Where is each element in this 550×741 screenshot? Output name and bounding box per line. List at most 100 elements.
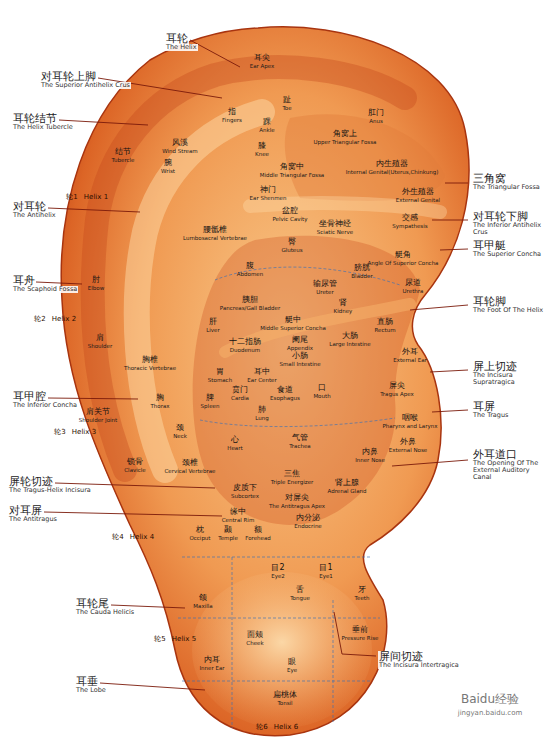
point-label: 神门 — [260, 186, 276, 195]
point-label-en: Tragus Apex — [380, 391, 414, 397]
callout-label-en: The Superior Concha — [472, 251, 542, 258]
point-label-en: Heart — [227, 445, 242, 451]
point-label: 十二指肠 — [229, 338, 261, 347]
point-label: 胸椎 — [142, 356, 158, 365]
point-label: 牙 — [358, 586, 366, 595]
point-label-en: Central Rim — [222, 517, 254, 523]
point-label-en: Eye — [287, 667, 297, 673]
point-label: 内生殖器 — [376, 160, 408, 169]
point-label-en: Ear Center — [247, 377, 276, 383]
callout-label-en: The Inferior Antihelix Crus — [472, 222, 548, 236]
point-label-en: The Antitragus Apex — [269, 503, 325, 509]
point-label: 内鼻 — [362, 448, 378, 457]
point-label-en: Elbow — [88, 285, 104, 291]
point-label-en: Wind Stream — [162, 148, 197, 154]
point-label-en: External Nose — [389, 447, 427, 453]
point-label-en: External Genital — [396, 197, 440, 203]
point-label-en: Sciatic Nerve — [317, 229, 353, 235]
point-label-en: Middle Triangular Fossa — [260, 172, 324, 178]
point-label: 肺 — [258, 406, 266, 415]
point-label-en: Cheek — [246, 640, 263, 646]
point-label: 缘中 — [230, 508, 246, 517]
point-label-en: Eye1 — [319, 573, 333, 579]
point-label-en: Tubercle — [112, 157, 135, 163]
point-label-en: Middle Superior Concha — [260, 325, 326, 331]
point-label-en: Anus — [369, 118, 383, 124]
callout-label-en: The Helix — [165, 44, 198, 51]
point-label: 结节 — [115, 148, 131, 157]
callout-label-en: The Tragus-Helix Incisura — [8, 487, 92, 494]
helix-number-en: Helix 2 — [52, 316, 76, 324]
point-label-en: Angle Of Superior Concha — [367, 260, 438, 266]
point-label-en: Ear Shenmen — [250, 195, 287, 201]
point-label: 踝 — [263, 118, 271, 127]
point-label-en: Duodenum — [230, 347, 260, 353]
point-label-en: Ureter — [316, 289, 333, 295]
point-label: 腰骶椎 — [203, 226, 227, 235]
callout-label-en: The Incisura Supratragica — [472, 372, 548, 386]
point-label-en: Occiput — [189, 535, 210, 541]
point-label-en: Toe — [282, 105, 291, 111]
point-label: 气管 — [292, 434, 308, 443]
point-label: 颞 — [224, 526, 232, 535]
point-label-en: Stomach — [208, 377, 232, 383]
point-label-en: Lung — [255, 415, 268, 421]
point-label: 肾上腺 — [335, 479, 359, 488]
point-label: 三焦 — [284, 470, 300, 479]
point-label: 角窝中 — [280, 163, 304, 172]
callout-label-en: The Foot Of The Helix — [472, 307, 544, 314]
point-label: 胰胆 — [242, 296, 258, 305]
helix-number: 轮2 — [34, 316, 45, 324]
point-label: 贲门 — [232, 386, 248, 395]
callout-label-en: The Inferior Concha — [12, 402, 78, 409]
point-label-en: Appendix — [287, 345, 313, 351]
point-label-en: Tonsil — [277, 700, 292, 706]
point-label: 对屏尖 — [285, 494, 309, 503]
point-label: 颈椎 — [182, 459, 198, 468]
point-label: 颌 — [199, 594, 207, 603]
helix-number-en: Helix 4 — [130, 534, 154, 542]
point-label-en: Thoracic Vertebrae — [124, 365, 176, 371]
inferior-crus — [250, 203, 440, 212]
point-label-en: Triple Energizer — [271, 479, 314, 485]
point-label-en: Cardia — [231, 395, 249, 401]
point-label: 外生殖器 — [402, 188, 434, 197]
point-label-en: Cervical Vertebrae — [165, 468, 216, 474]
point-label: 胃 — [216, 368, 224, 377]
point-label-en: Wrist — [161, 168, 175, 174]
point-label-en: Upper Triangular Fossa — [314, 139, 377, 145]
callout-label-en: The Antitragus — [8, 516, 58, 523]
point-label: 直肠 — [377, 318, 393, 327]
point-label-en: Clavicle — [124, 467, 145, 473]
point-label: 臀 — [288, 238, 296, 247]
point-label: 内耳 — [204, 656, 220, 665]
point-label-en: Esophagus — [270, 395, 300, 401]
callout-label-en: The Incisura Intertragica — [378, 662, 460, 669]
triangular-fossa — [285, 114, 445, 201]
point-label-en: Maxilla — [193, 603, 212, 609]
point-label: 心 — [231, 436, 239, 445]
point-label: 风溪 — [172, 139, 188, 148]
point-label: 盆腔 — [282, 207, 298, 216]
point-label: 颈 — [176, 424, 184, 433]
helix-number-en: Helix 3 — [72, 429, 96, 437]
lobe-highlight — [192, 572, 372, 728]
point-label: 口 — [318, 384, 326, 393]
callout-label-en: The Lobe — [75, 687, 107, 694]
point-label: 膝 — [258, 142, 266, 151]
callout-label-en: The Helix Tubercle — [12, 124, 74, 131]
point-label: 肩 — [96, 334, 104, 343]
point-label-en: Pressure Rise — [342, 635, 379, 641]
point-label-en: Ankle — [259, 127, 274, 133]
helix-number: 轮3 — [54, 429, 65, 437]
point-label: 角窝上 — [333, 130, 357, 139]
point-label: 尿道 — [405, 279, 421, 288]
point-label: 食道 — [277, 386, 293, 395]
point-label: 锁骨 — [127, 458, 143, 467]
point-label: 膀胱 — [354, 264, 370, 273]
point-label-en: Sympathesis — [392, 223, 427, 229]
watermark: jingyan.baidu.com — [458, 710, 523, 718]
callout-label-en: The Scaphoid Fossa — [12, 286, 78, 293]
point-label: 咽喉 — [402, 414, 418, 423]
point-label-en: Liver — [206, 327, 220, 333]
